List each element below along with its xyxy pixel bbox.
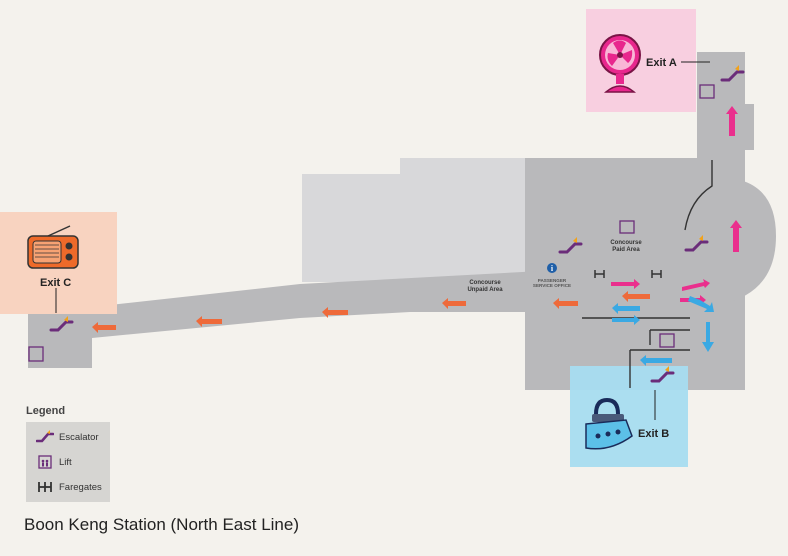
walk-arrows-blue xyxy=(612,296,714,366)
exit-a-label: Exit A xyxy=(646,57,677,69)
pso-label-2: SERVICE OFFICE xyxy=(533,283,571,288)
radio-icon xyxy=(27,225,79,269)
legend-label-lift: Lift xyxy=(59,456,72,468)
lift-icon xyxy=(28,84,715,362)
iron-icon xyxy=(585,397,633,450)
unpaid-area-label-2: Unpaid Area xyxy=(467,287,503,293)
fan-icon xyxy=(599,34,641,93)
lift-icon xyxy=(38,455,52,469)
legend-item-lift: Lift xyxy=(36,454,72,470)
faregates-icon xyxy=(594,270,662,278)
exit-c-label: Exit C xyxy=(40,277,71,289)
pso-label-1: PASSENGER xyxy=(538,278,567,283)
legend-item-faregates: Faregates xyxy=(36,479,102,495)
exit-b-label: Exit B xyxy=(638,428,669,440)
escalator-icon xyxy=(49,70,745,383)
faregates-icon xyxy=(38,482,52,492)
station-name: Boon Keng Station (North East Line) xyxy=(24,515,299,534)
legend-box: Escalator Lift Faregates xyxy=(26,422,110,502)
legend-item-escalator: Escalator xyxy=(36,429,99,445)
legend-label-escalator: Escalator xyxy=(59,431,99,443)
exit-b-box xyxy=(570,366,688,467)
paid-area-label-1: Concourse xyxy=(610,240,642,246)
unpaid-area-label-1: Concourse xyxy=(469,280,501,286)
info-icon: i xyxy=(547,263,557,273)
legend-title: Legend xyxy=(26,405,66,417)
paid-area-label-2: Paid Area xyxy=(612,247,640,253)
legend-label-faregates: Faregates xyxy=(59,481,102,493)
walk-arrows-orange xyxy=(92,291,650,333)
svg-text:i: i xyxy=(551,264,554,273)
concourse-floor xyxy=(28,52,776,390)
escalator-icon xyxy=(36,430,54,443)
escalator-arrow-icons xyxy=(64,65,739,372)
